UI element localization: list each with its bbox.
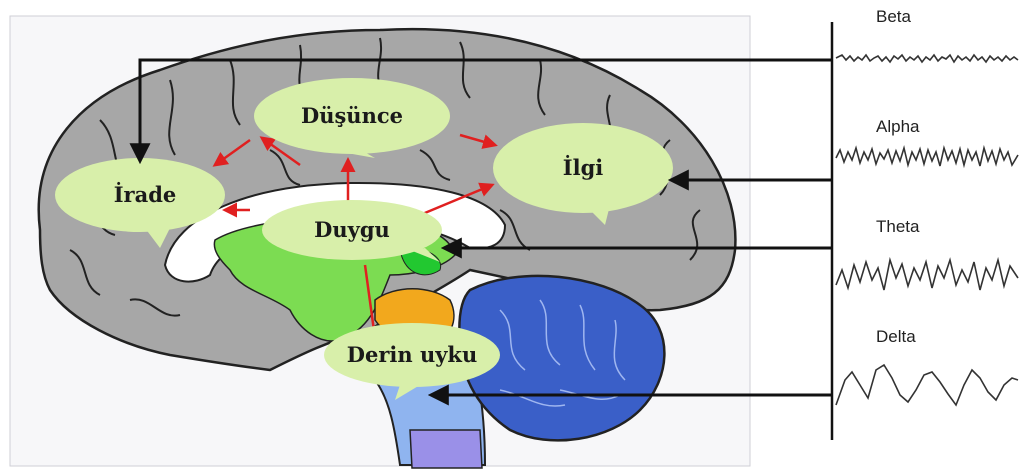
- medulla: [410, 430, 482, 468]
- wave-label-beta: Beta: [876, 7, 912, 26]
- wave-label-alpha: Alpha: [876, 117, 920, 136]
- beta-wave-trace: [836, 55, 1018, 62]
- theta-wave-trace: [836, 260, 1018, 290]
- bubble-derin-uyku-label: Derin uyku: [347, 342, 477, 367]
- delta-wave-trace: [836, 365, 1018, 405]
- wave-label-delta: Delta: [876, 327, 916, 346]
- bubble-ilgi-label: İlgi: [563, 155, 603, 180]
- bubble-irade-label: İrade: [114, 182, 177, 207]
- alpha-wave-trace: [836, 148, 1018, 166]
- bubble-duygu-label: Duygu: [314, 217, 390, 242]
- wave-label-theta: Theta: [876, 217, 920, 236]
- bubble-dusunce-label: Düşünce: [301, 103, 403, 128]
